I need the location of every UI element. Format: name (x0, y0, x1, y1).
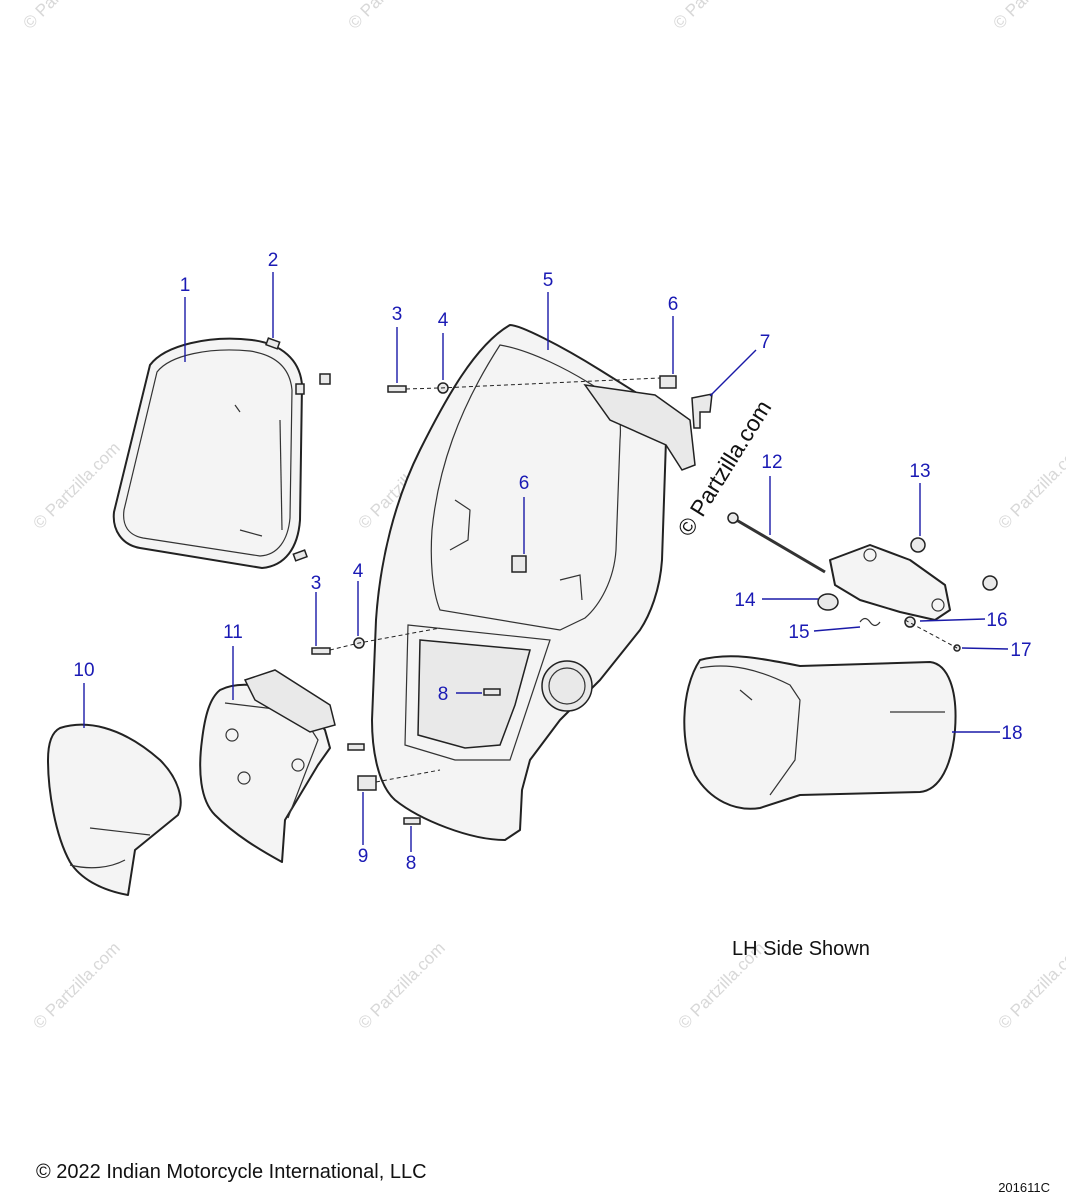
watermark: © Partzilla.com (989, 0, 1066, 33)
callout-18: 18 (1001, 723, 1022, 744)
watermark: © Partzilla.com (994, 938, 1066, 1032)
callout-11: 11 (223, 622, 243, 643)
callout-6: 6 (519, 473, 530, 494)
callout-8: 8 (438, 684, 449, 705)
watermark: © Partzilla.com (29, 938, 123, 1032)
callout-17: 17 (1010, 640, 1031, 661)
watermark: © Partzilla.com (994, 438, 1066, 532)
leader-lines (83, 272, 1009, 852)
fasteners (311, 375, 713, 825)
callout-1: 1 (180, 275, 191, 296)
callout-labels: 1 2 3 4 5 6 7 6 12 13 14 15 16 17 18 3 4… (73, 250, 1031, 874)
watermark: © Partzilla.com (669, 0, 763, 33)
callout-14: 14 (734, 590, 756, 611)
callout-2: 2 (268, 250, 279, 271)
part-10-lower-cover (47, 723, 182, 896)
assembly-lines (329, 377, 958, 783)
watermark: © Partzilla.com (354, 938, 448, 1032)
view-note: LH Side Shown (732, 938, 870, 960)
callout-10: 10 (73, 660, 94, 681)
callout-13: 13 (909, 461, 930, 482)
callout-15: 15 (788, 622, 809, 643)
callout-4: 4 (438, 310, 449, 331)
callout-6: 6 (668, 294, 679, 315)
watermark: © Partzilla.com (344, 0, 438, 33)
callout-3: 3 (392, 304, 403, 325)
watermark: © Partzilla.com (19, 0, 113, 33)
callout-5: 5 (543, 270, 554, 291)
callout-12: 12 (761, 452, 782, 473)
callout-9: 9 (358, 846, 369, 867)
callout-16: 16 (986, 610, 1007, 631)
watermark: © Partzilla.com (29, 438, 123, 532)
part-5-fairing-frame (371, 324, 696, 841)
callout-7: 7 (760, 332, 771, 353)
callout-3: 3 (311, 573, 322, 594)
part-18-storage-box (683, 655, 957, 810)
callout-8: 8 (406, 853, 417, 874)
callout-4: 4 (353, 561, 364, 582)
figure-id: 201611C (998, 1180, 1050, 1195)
part-11-inner-pocket (199, 669, 336, 863)
part-1-lens-panel (112, 337, 331, 569)
parts-12-17-latch-assembly (727, 512, 998, 652)
copyright-notice: © 2022 Indian Motorcycle International, … (36, 1161, 427, 1183)
